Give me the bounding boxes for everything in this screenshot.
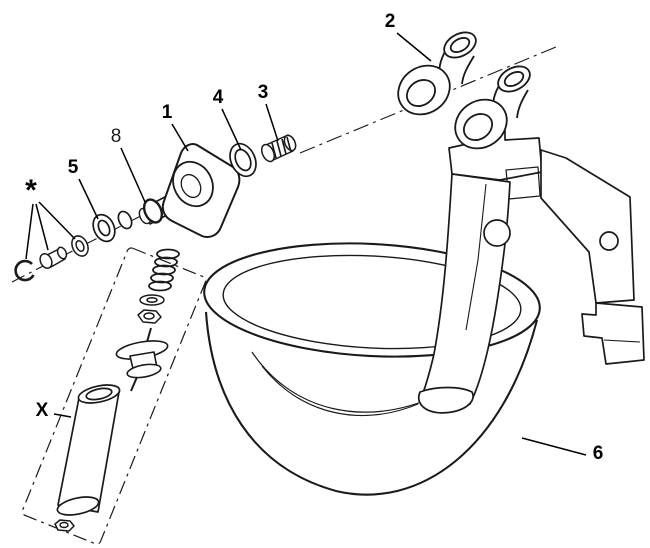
retaining-pin	[39, 246, 68, 269]
inlet-fitting-threads	[271, 136, 292, 159]
bowl-rim-inner	[222, 254, 522, 350]
bracket-hook-line	[603, 339, 641, 343]
fitting2-body-right	[516, 89, 529, 119]
bracket-right-arm	[540, 149, 635, 304]
fitting1-top-bore	[449, 37, 471, 53]
callout-x-label: X	[36, 400, 49, 421]
callout-8-label: 8	[111, 126, 122, 147]
callout-star-label: *	[25, 174, 37, 207]
valve-washer-inner	[97, 219, 111, 237]
spring-coil	[154, 256, 178, 268]
callout-1-label: 1	[162, 102, 173, 123]
spring-coil	[156, 248, 180, 260]
inlet-fitting	[260, 134, 297, 163]
small-washer	[71, 235, 89, 257]
valve-boss	[172, 160, 214, 208]
fitting2-ring-outer	[454, 98, 508, 150]
callout-4-label: 4	[213, 87, 224, 108]
bracket-arm-hole	[599, 231, 619, 251]
bottom-nut-body	[54, 519, 75, 532]
callout-6-label: 6	[593, 443, 604, 464]
paddle-stem	[130, 376, 138, 392]
leader-8	[120, 147, 146, 203]
flat-washer-inner	[146, 297, 158, 303]
valve-assembly	[14, 134, 297, 282]
valve-collar	[117, 210, 133, 230]
fitting2-top-bore	[503, 71, 525, 87]
leader-star-a	[25, 203, 34, 260]
tube-body	[57, 391, 120, 513]
valve-washer	[92, 210, 133, 243]
leader-2	[396, 32, 432, 62]
spring-coil	[148, 280, 172, 292]
bracket-column	[417, 173, 511, 414]
leader-1	[171, 123, 189, 152]
bracket-hook	[581, 302, 645, 365]
pin-head	[39, 253, 53, 269]
elbow-fitting-1	[397, 31, 477, 116]
paddle-assembly	[54, 248, 180, 532]
callout-5-label: 5	[68, 157, 79, 178]
bracket-foot	[417, 386, 474, 414]
valve-washer-outer	[92, 213, 116, 243]
bottom-nut	[54, 519, 75, 532]
circlip	[14, 259, 35, 282]
spring-coil	[152, 264, 176, 276]
bottom-nut-bore	[59, 521, 69, 529]
paddle-lower-disc	[126, 363, 162, 379]
valve-spring	[148, 248, 180, 292]
hex-nut	[137, 309, 162, 324]
elbow-fittings	[397, 31, 531, 150]
leader-star-c	[38, 201, 76, 240]
flat-washer-outer	[139, 294, 165, 306]
leader-star-b	[35, 203, 49, 251]
hex-nut-bore	[143, 312, 155, 320]
paddle-pin	[146, 327, 152, 343]
small-washer-inner	[75, 240, 85, 252]
bracket-column-rib	[465, 183, 487, 331]
leader-5	[78, 178, 99, 220]
valve-piston-seal	[142, 198, 164, 224]
fitting1-ring-inner	[406, 79, 436, 107]
weight-tube	[56, 384, 121, 516]
paddle-actuator	[115, 327, 169, 392]
bowl-inner-curve-1	[251, 351, 437, 413]
leader-lines	[25, 32, 587, 456]
leader-6	[521, 437, 587, 456]
fitting2-ring-inner	[463, 113, 493, 141]
sealing-ring	[229, 142, 257, 178]
callout-3-label: 3	[258, 82, 269, 103]
leader-4	[221, 108, 242, 151]
mounting-bracket	[448, 130, 645, 365]
fitting1-body-right	[461, 55, 475, 85]
hex-nut-body	[137, 309, 162, 324]
callout-labels: 1 2 3 4 5 6 8 * X	[25, 11, 603, 464]
sealing-ring-inner	[234, 148, 252, 172]
tube-top-bore	[85, 387, 113, 401]
callout-2-label: 2	[385, 11, 396, 32]
tube-bottom	[56, 496, 100, 516]
fitting1-ring-outer	[397, 64, 451, 116]
pin-tip	[56, 246, 68, 260]
leader-3	[265, 103, 279, 142]
small-washer-outer	[71, 235, 89, 257]
valve-boss-bore	[180, 173, 202, 199]
spring-coil	[150, 272, 174, 284]
inlet-fitting-face	[260, 143, 276, 163]
bowl-inner-curve-2	[261, 365, 419, 416]
elbow-fitting-2	[454, 65, 531, 150]
bracket-column-hole	[483, 219, 511, 247]
leader-x	[53, 413, 72, 418]
flat-washer	[139, 294, 165, 306]
